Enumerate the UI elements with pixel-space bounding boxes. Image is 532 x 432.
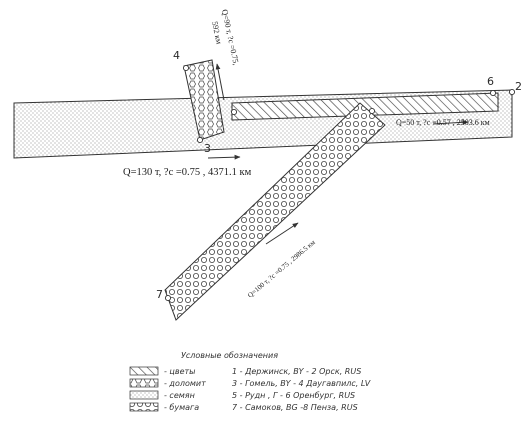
legend-route-7: 7 - Самоков, BG -8 Пенза, RUS [232, 403, 358, 412]
legend: Условные обозначения - цветы - доломит -… [129, 351, 371, 412]
legend-label-flowers: - цветы [164, 367, 196, 376]
legend-title: Условные обозначения [181, 351, 278, 360]
hatched-flow-band [231, 92, 499, 121]
node-marker-f [164, 294, 172, 302]
legend-route-5: 5 - Рудн , Г - 6 Оренбург, RUS [232, 391, 355, 400]
legend-swatch-circles [129, 402, 159, 412]
legend-label-dolomite: - доломит [164, 379, 206, 388]
node-marker-e [182, 64, 190, 72]
flow-arrow-right [432, 119, 469, 125]
dolomite-flow-block [183, 59, 225, 141]
paper-flow-band [164, 102, 386, 321]
node-label-3: 3 [204, 142, 211, 155]
legend-route-3: 3 - Гомель, BY - 4 Даугавпилс, LV [232, 379, 371, 388]
flow-label-top-km: 592 км [210, 21, 224, 45]
legend-label-seeds: - семян [164, 391, 195, 400]
node-marker-c [508, 88, 516, 96]
node-marker-a [230, 108, 238, 116]
node-marker-d [196, 136, 204, 144]
legend-route-1: 1 - Держинск, BY - 2 Орск, RUS [232, 367, 361, 376]
node-label-2: 2 [515, 80, 522, 93]
flow-arrow-main [207, 154, 241, 160]
node-marker-b [489, 89, 497, 97]
legend-swatch-hatch [129, 366, 159, 376]
node-marker-g [368, 107, 376, 115]
node-label-7: 7 [156, 288, 163, 301]
node-label-4: 4 [173, 49, 180, 62]
node-label-6: 6 [487, 75, 494, 88]
flow-arrow-top [215, 63, 225, 101]
legend-swatch-hexagon [129, 378, 159, 388]
legend-swatch-dots [129, 390, 159, 400]
legend-label-paper: - бумага [164, 403, 199, 412]
flow-label-right: Q=50 т, ?с =0.57 , 2503.6 км [396, 118, 490, 127]
flow-label-main: Q=130 т, ?с =0.75 , 4371.1 км [123, 167, 252, 178]
flow-label-diag: Q=100 т, ?с =0.75 , 2986.5 км [246, 238, 317, 299]
flow-arrow-diag [265, 222, 299, 245]
